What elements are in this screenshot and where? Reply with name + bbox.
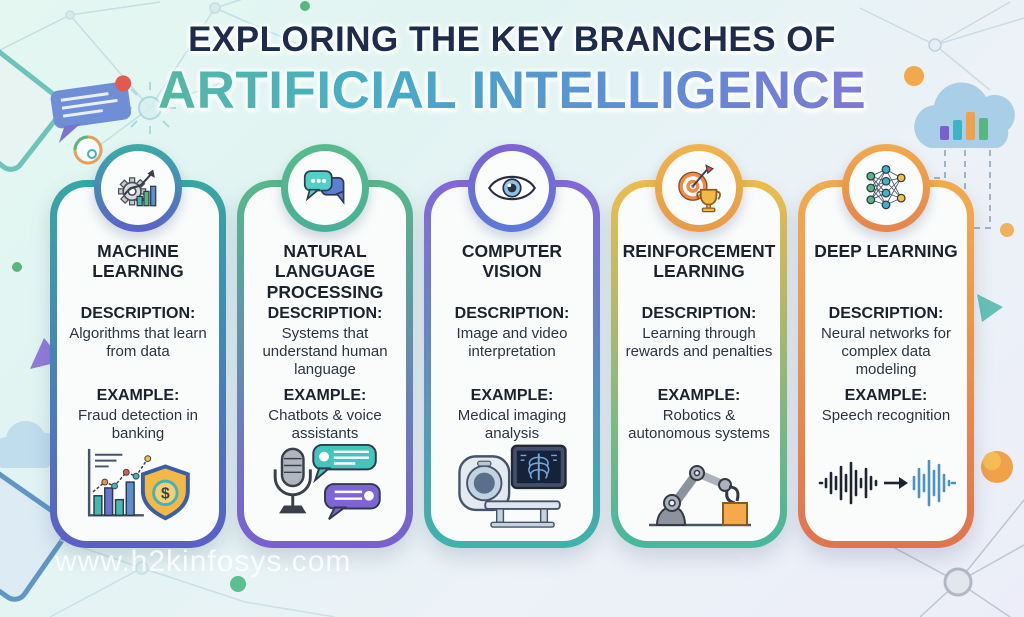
microphone-chat-icon (273, 443, 381, 521)
card-natural-language-processing: NATURAL LANGUAGE PROCESSING DESCRIPTION:… (237, 144, 413, 548)
example-text: Robotics & autonomous systems (628, 407, 770, 442)
page-title-line1: EXPLORING THE KEY BRANCHES OF (188, 20, 836, 59)
neural-network-icon (866, 165, 906, 210)
description-text: Systems that understand human language (262, 325, 388, 378)
description-label: DESCRIPTION: (828, 305, 944, 322)
example-label: EXAMPLE: (96, 387, 180, 404)
card-title: MACHINE LEARNING (92, 241, 184, 282)
card-reinforcement-learning: REINFORCEMENT LEARNING DESCRIPTION: Lear… (611, 144, 787, 548)
card-icon-circle (468, 144, 556, 232)
description-label: DESCRIPTION: (80, 305, 196, 322)
example-label: EXAMPLE: (470, 387, 554, 404)
waveform-arrow-icon (818, 459, 956, 507)
green-dot-left (12, 262, 22, 272)
orange-circle-bottom-right (981, 451, 1013, 483)
example-text: Medical imaging analysis (457, 407, 567, 442)
target-trophy-icon (678, 164, 721, 213)
teal-play-triangle-icon (977, 294, 1003, 322)
search-badge-icon (73, 135, 103, 165)
ct-scanner-xray-icon (458, 444, 567, 528)
card-deep-learning: DEEP LEARNING DESCRIPTION: Neural networ… (798, 144, 974, 548)
card-icon-circle (842, 144, 930, 232)
card-icon-circle (281, 144, 369, 232)
description-text: Image and video interpretation (456, 325, 568, 360)
card-title: COMPUTER VISION (461, 241, 563, 282)
eye-icon (487, 175, 537, 201)
gear-chart-icon (117, 169, 157, 207)
robot-arm-icon (649, 465, 751, 527)
chat-bubbles-icon (303, 170, 345, 205)
example-text: Fraud detection in banking (77, 407, 199, 442)
card-title: DEEP LEARNING (814, 241, 958, 261)
description-text: Algorithms that learn from data (69, 325, 207, 360)
card-machine-learning: MACHINE LEARNING DESCRIPTION: Algorithms… (50, 144, 226, 548)
description-label: DESCRIPTION: (641, 305, 757, 322)
description-text: Neural networks for complex data modelin… (820, 325, 952, 378)
branch-cards: MACHINE LEARNING DESCRIPTION: Algorithms… (50, 144, 974, 548)
example-label: EXAMPLE: (657, 387, 741, 404)
page-title-line2: ARTIFICIAL INTELLIGENCE (0, 60, 1024, 121)
watermark: www.h2kinfosys.com (55, 545, 352, 578)
example-label: EXAMPLE: (844, 387, 928, 404)
example-label: EXAMPLE: (283, 387, 367, 404)
orange-dot-small (1000, 223, 1014, 237)
card-computer-vision: COMPUTER VISION DESCRIPTION: Image and v… (424, 144, 600, 548)
fraud-chart-shield-icon: $ (87, 448, 190, 521)
green-dot-top (300, 1, 310, 11)
description-label: DESCRIPTION: (267, 305, 383, 322)
example-text: Speech recognition (821, 407, 951, 424)
card-title: REINFORCEMENT LEARNING (622, 241, 776, 282)
card-icon-circle (94, 144, 182, 232)
card-title: NATURAL LANGUAGE PROCESSING (266, 241, 384, 302)
description-label: DESCRIPTION: (454, 305, 570, 322)
svg-text:$: $ (161, 486, 170, 503)
card-icon-circle (655, 144, 743, 232)
example-text: Chatbots & voice assistants (268, 407, 382, 442)
description-text: Learning through rewards and penalties (625, 325, 773, 360)
orange-circle-bottom-right-hi (983, 452, 1001, 470)
